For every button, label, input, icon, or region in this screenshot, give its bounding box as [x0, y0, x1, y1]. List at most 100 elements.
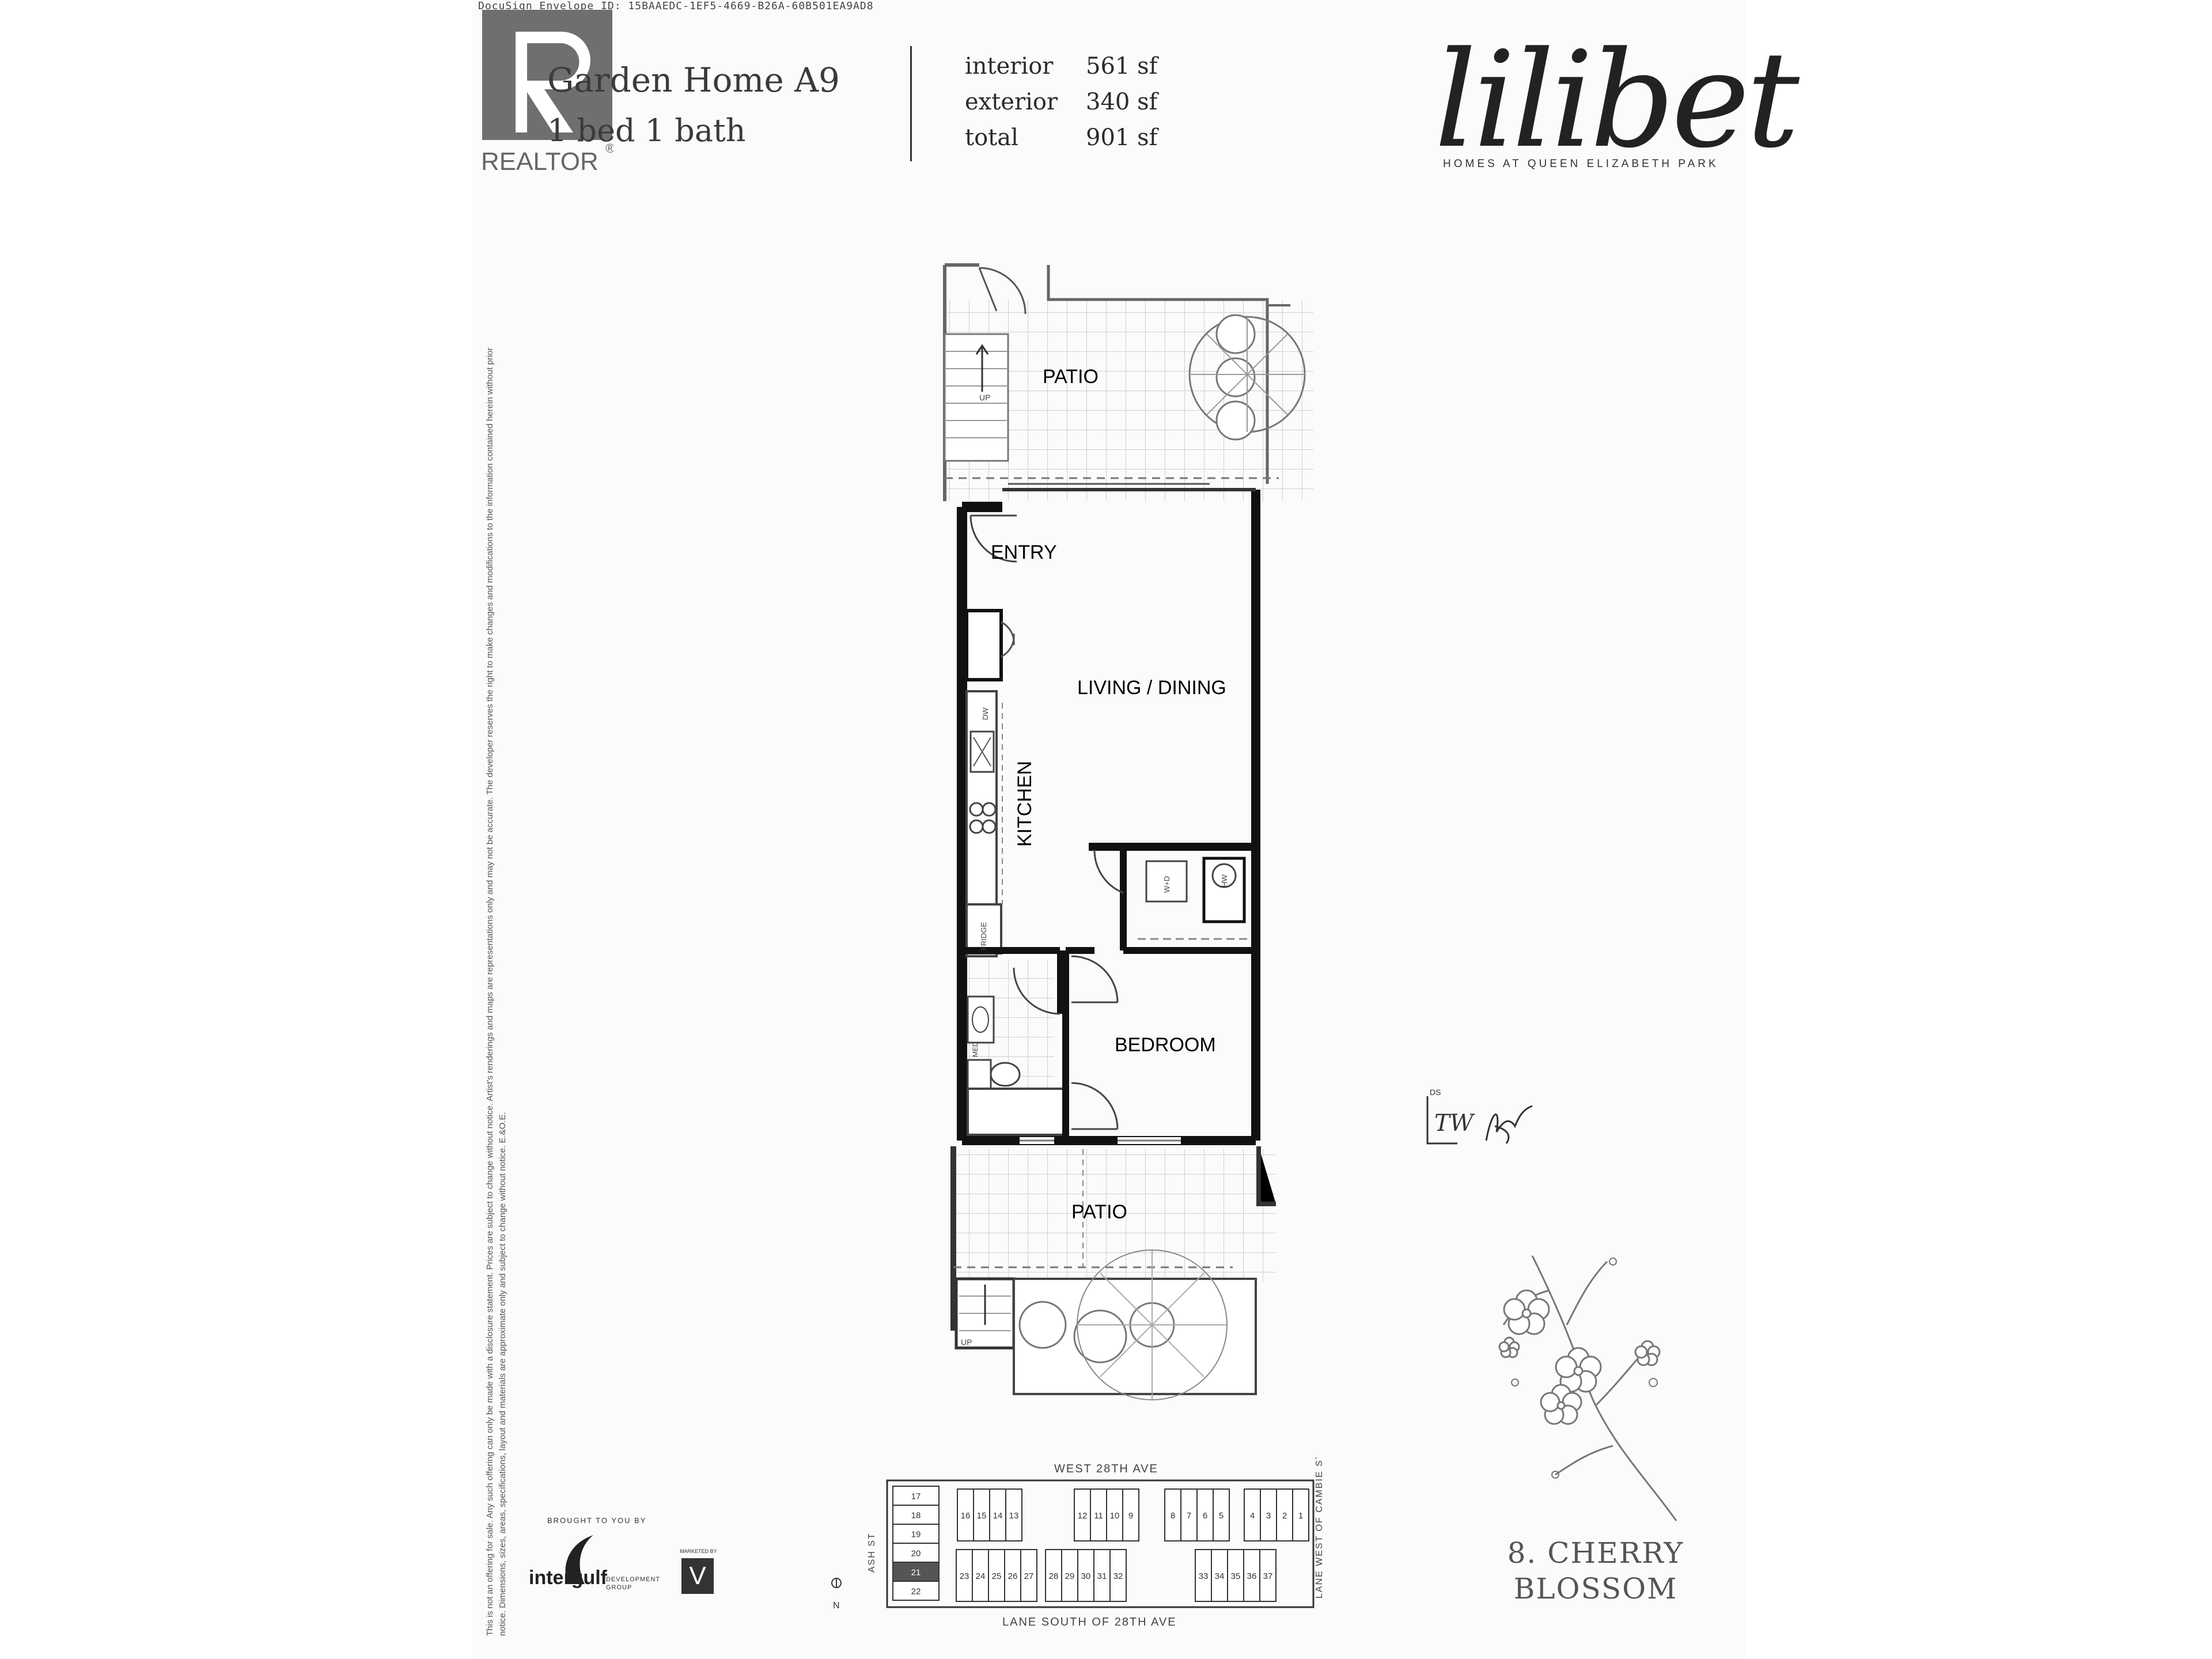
room-label-patio-bottom: PATIO	[1071, 1201, 1127, 1223]
fixture-label-up-top: UP	[979, 393, 990, 402]
site-unit-block	[956, 1549, 973, 1602]
site-unit-number: 21	[911, 1568, 921, 1578]
site-unit-block	[973, 1488, 990, 1541]
site-unit-block	[1122, 1488, 1139, 1541]
ds-label: DS	[1430, 1088, 1441, 1097]
developer-sub-line1: DEVELOPMENT	[606, 1576, 661, 1583]
site-unit-block	[1259, 1549, 1277, 1602]
site-unit-block	[988, 1549, 1005, 1602]
site-unit-number: 31	[1097, 1571, 1107, 1581]
site-unit-number: 23	[960, 1571, 969, 1581]
site-unit-number: 9	[1128, 1511, 1133, 1521]
area-value-interior: 561 sf	[1086, 53, 1158, 79]
site-unit-block	[1164, 1488, 1181, 1541]
site-unit-number: 28	[1049, 1571, 1059, 1581]
site-plan: WEST 28TH AVE LANE SOUTH OF 28TH AVE ASH…	[831, 1457, 1324, 1628]
site-unit-block	[892, 1581, 940, 1601]
intergulf-swoosh-icon	[565, 1535, 593, 1584]
kitchen-counter	[965, 690, 1003, 957]
site-unit-block	[1244, 1488, 1261, 1541]
site-unit-block	[1106, 1488, 1123, 1541]
site-unit-number: 36	[1247, 1571, 1257, 1581]
disclaimer-container: This is not an offering for sale. Any su…	[484, 346, 524, 1636]
site-unit-block	[1196, 1488, 1214, 1541]
docusign-envelope-id: DocuSign Envelope ID: 15BAAEDC-1EF5-4669…	[478, 0, 874, 12]
fixture-label-up-bottom: UP	[961, 1338, 972, 1347]
cherry-blossom-illustration	[1498, 1255, 1677, 1521]
site-unit-number: 33	[1199, 1571, 1209, 1581]
initials-tw: TW	[1434, 1110, 1475, 1137]
site-unit-number: 37	[1263, 1571, 1273, 1581]
disclaimer-text: This is not an offering for sale. Any su…	[485, 347, 507, 1636]
site-unit-block	[892, 1524, 940, 1544]
site-unit-block	[892, 1543, 940, 1563]
marketed-by: MARKETED BY	[680, 1548, 717, 1554]
site-unit-block	[1180, 1488, 1198, 1541]
site-unit-block	[1077, 1549, 1094, 1602]
site-unit-number: 1	[1298, 1511, 1303, 1521]
site-street-east: LANE WEST OF CAMBIE ST	[1315, 1457, 1324, 1599]
fixture-label-med: MED	[971, 1041, 979, 1057]
site-unit-number: 27	[1024, 1571, 1034, 1581]
unit-walls	[957, 483, 1260, 1145]
site-unit-number: 18	[911, 1511, 921, 1521]
site-unit-block	[1276, 1488, 1293, 1541]
site-unit-number: 14	[993, 1511, 1003, 1521]
signature-scribble	[1485, 1105, 1533, 1144]
site-unit-number: 10	[1110, 1511, 1120, 1521]
realtor-logo: REALTOR ®	[481, 10, 613, 173]
area-value-exterior: 340 sf	[1086, 89, 1158, 115]
developer-sub-line2: GROUP	[606, 1584, 632, 1591]
site-unit-number: 11	[1094, 1511, 1103, 1521]
site-unit-number: 29	[1065, 1571, 1075, 1581]
site-unit-number: 17	[911, 1492, 921, 1502]
site-unit-number: 15	[977, 1511, 987, 1521]
fixture-label-wd: W+D	[1162, 876, 1171, 893]
site-unit-block	[1074, 1488, 1091, 1541]
collection-name-line2: BLOSSOM	[1513, 1572, 1678, 1605]
site-unit-block	[1292, 1488, 1309, 1541]
site-unit-number: 35	[1231, 1571, 1241, 1581]
site-unit-number: 3	[1266, 1511, 1271, 1521]
developer-logo: intergulf	[529, 1567, 607, 1589]
header-divider	[910, 46, 912, 161]
entry-closet	[965, 609, 1015, 681]
site-unit-block	[1005, 1488, 1022, 1541]
site-unit-block	[1061, 1549, 1078, 1602]
site-unit-number: 19	[911, 1530, 921, 1540]
floor-plan: PATIO ENTRY LIVING / DINING KITCHEN BEDR…	[943, 263, 1313, 1400]
site-unit-number: 20	[911, 1549, 921, 1559]
room-label-bedroom: BEDROOM	[1115, 1034, 1216, 1056]
site-street-west: ASH ST	[867, 1532, 877, 1573]
site-unit-number: 25	[992, 1571, 1002, 1581]
site-unit-block	[1213, 1488, 1230, 1541]
area-label-total: total	[965, 124, 1018, 151]
site-unit-block	[1020, 1549, 1037, 1602]
laundry-closet	[1089, 843, 1256, 954]
site-unit-number: 32	[1113, 1571, 1123, 1581]
top-patio	[943, 263, 1313, 501]
room-label-patio-top: PATIO	[1043, 366, 1099, 388]
plan-title: Garden Home A9	[547, 60, 840, 100]
brand-tagline: HOMES AT QUEEN ELIZABETH PARK	[1443, 158, 1719, 170]
area-value-total: 901 sf	[1086, 124, 1158, 151]
site-unit-number: 8	[1171, 1511, 1175, 1521]
site-unit-number: 34	[1215, 1571, 1225, 1581]
site-street-north: WEST 28TH AVE	[1054, 1463, 1158, 1475]
site-unit-number: 4	[1250, 1511, 1255, 1521]
site-unit-block	[1109, 1549, 1127, 1602]
site-unit-block	[1045, 1549, 1062, 1602]
site-unit-number: 13	[1009, 1511, 1019, 1521]
collection-name-line1: 8. CHERRY	[1507, 1536, 1684, 1570]
site-unit-block	[1093, 1549, 1111, 1602]
plan-subtitle: 1 bed 1 bath	[547, 112, 746, 149]
docusign-initials: DS TW	[1426, 1088, 1533, 1145]
room-label-kitchen: KITCHEN	[1014, 761, 1036, 847]
site-unit-number: 16	[961, 1511, 971, 1521]
area-label-exterior: exterior	[965, 89, 1058, 115]
site-unit-block	[1260, 1488, 1277, 1541]
marketer-logo: V	[681, 1558, 714, 1594]
north-arrow-icon	[831, 1578, 842, 1588]
site-unit-number: 26	[1008, 1571, 1018, 1581]
bathroom	[962, 947, 1067, 1136]
